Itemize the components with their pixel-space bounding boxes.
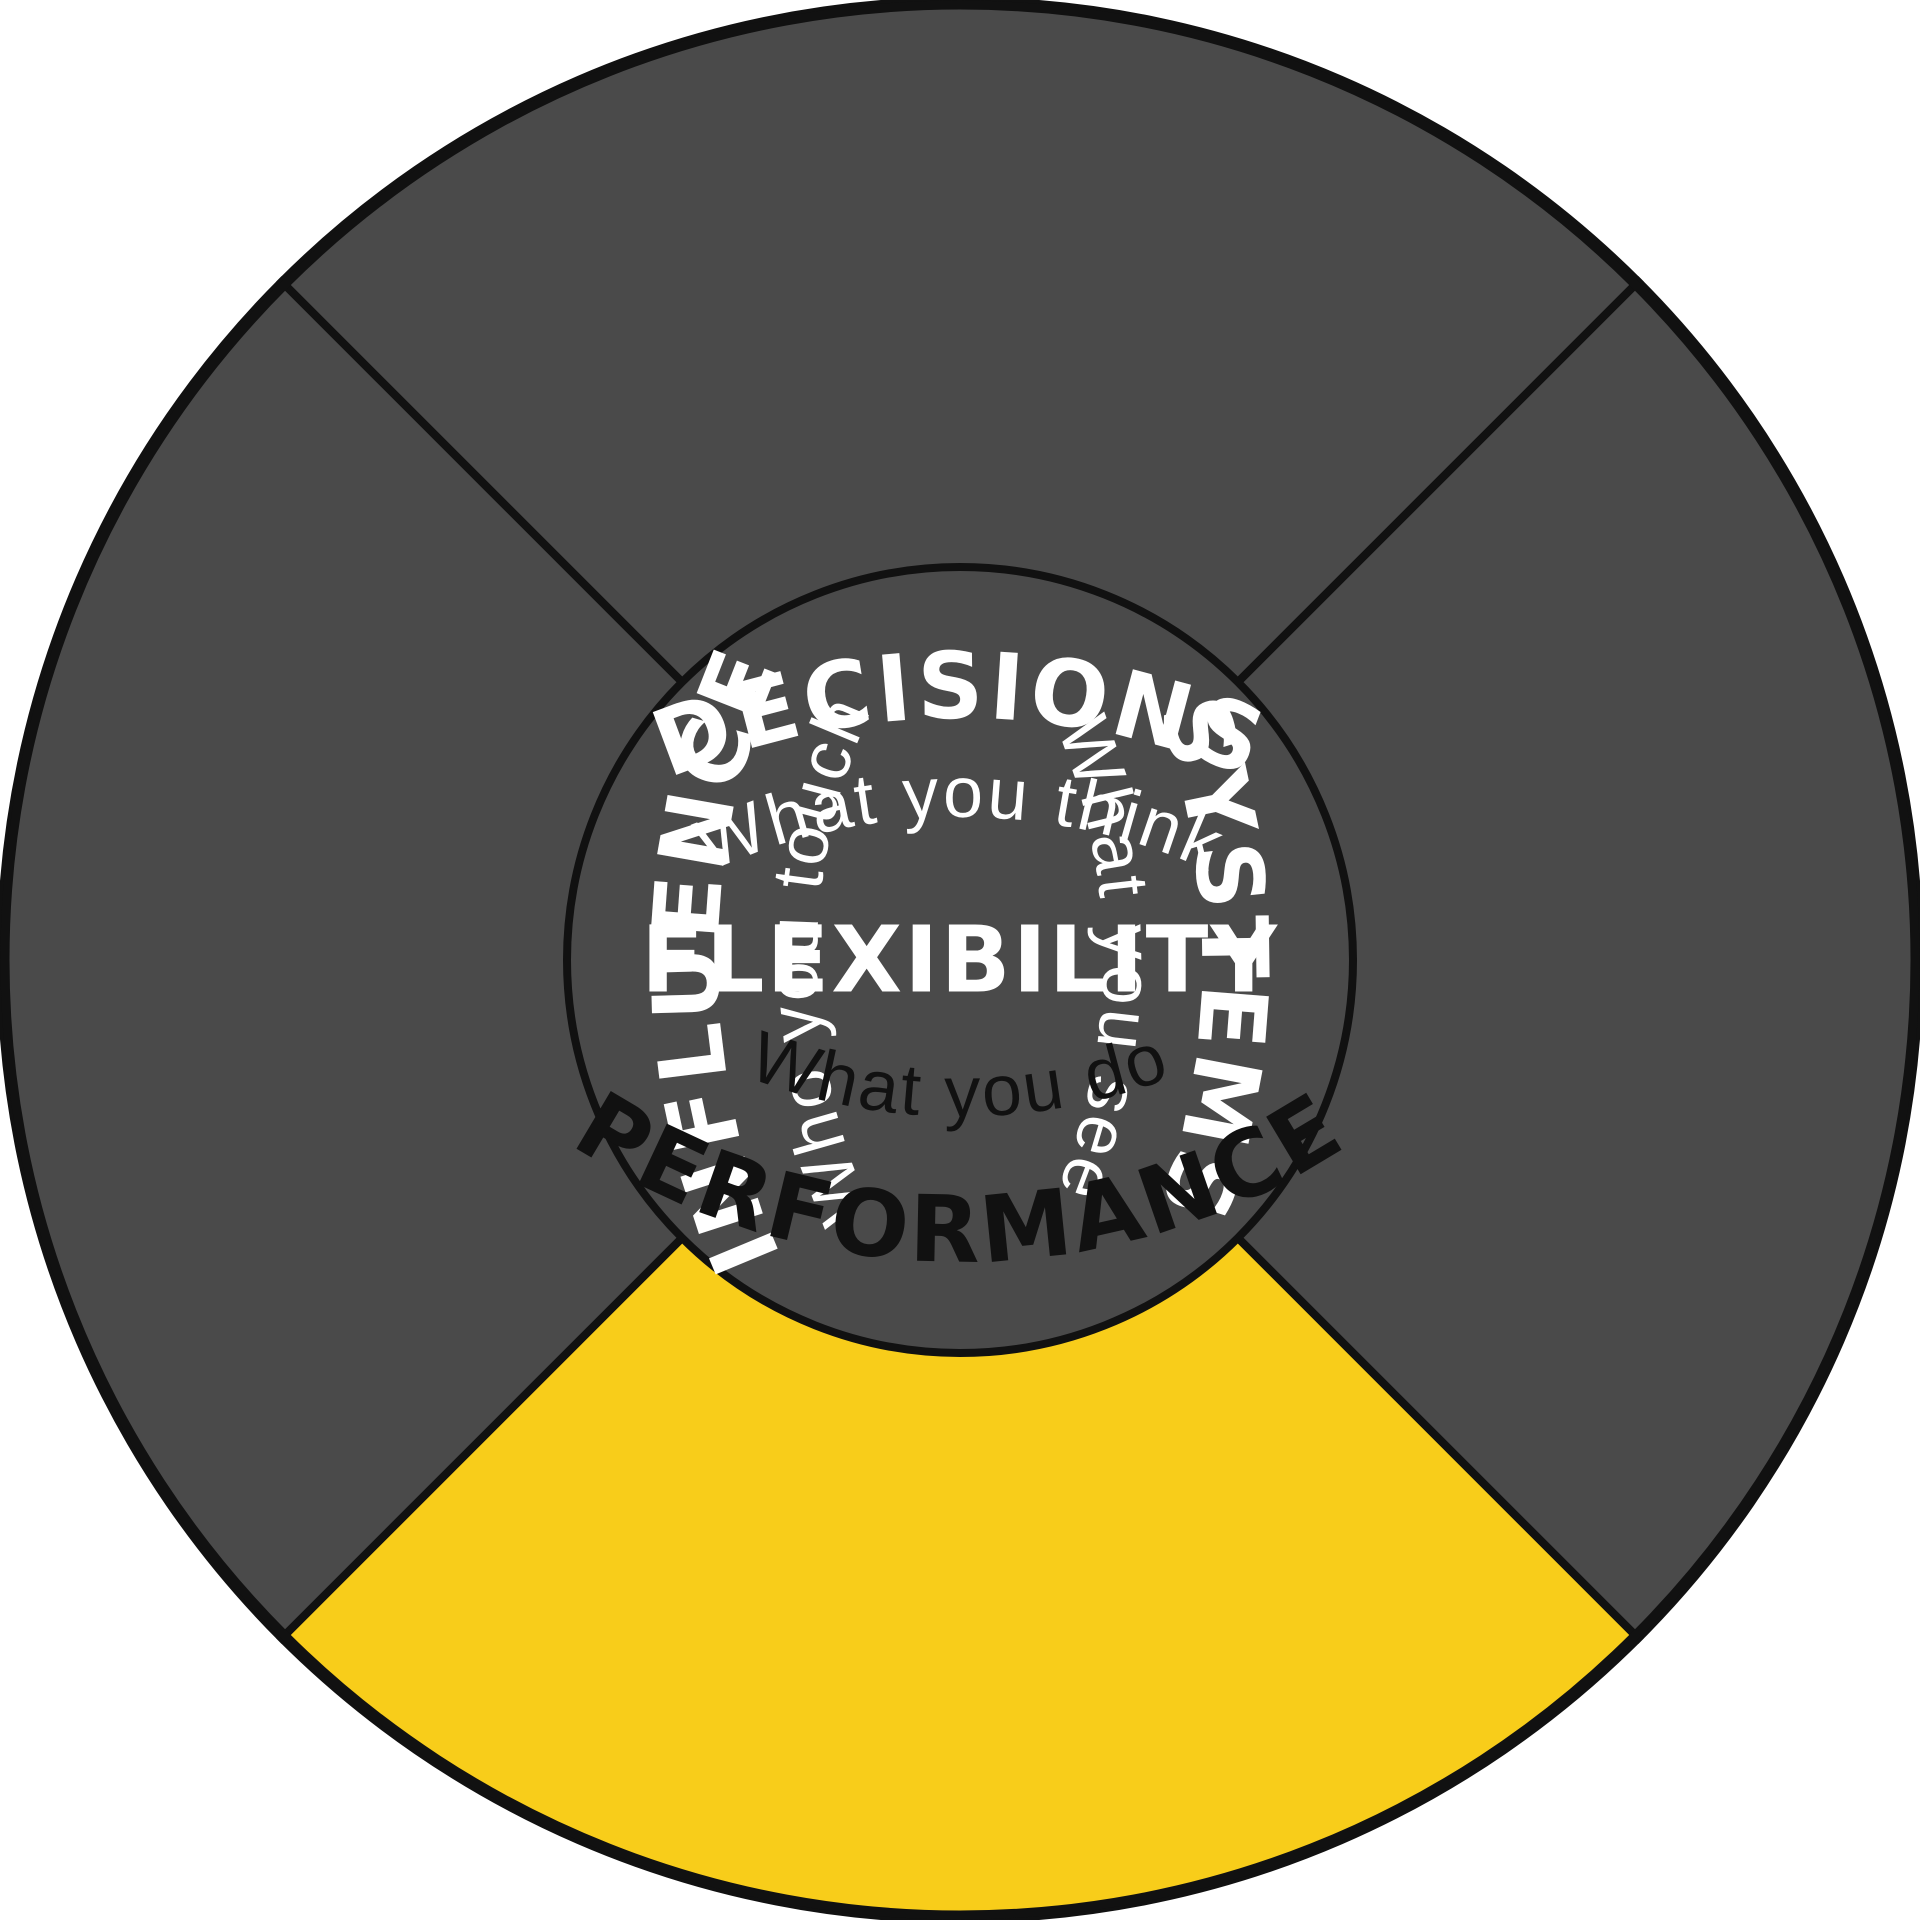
center-label: FLEXIBILITY bbox=[641, 907, 1279, 1014]
center-circle bbox=[563, 563, 1357, 1357]
